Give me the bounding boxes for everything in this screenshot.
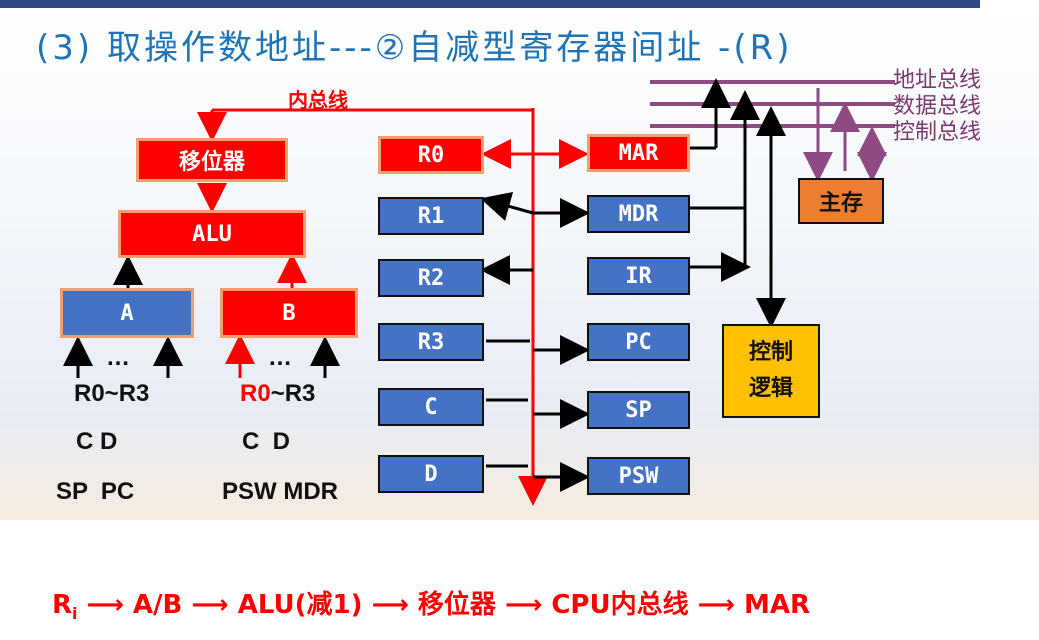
register-r0: R0: [378, 136, 484, 174]
register-b: B: [220, 288, 358, 338]
register-sp: SP: [587, 391, 690, 429]
arrow-icon: ⟶: [86, 590, 124, 620]
formula-shifter: 移位器: [417, 590, 496, 620]
formula-alu: ALU(减1): [237, 590, 363, 620]
formula-ab: A/B: [132, 590, 183, 620]
control-logic-box: 控制 逻辑: [722, 324, 820, 418]
formula-mar: MAR: [743, 590, 810, 620]
register-pc: PC: [587, 323, 690, 361]
shifter-box: 移位器: [136, 138, 288, 182]
arrow-icon: ⟶: [371, 590, 409, 620]
alu-box: ALU: [118, 210, 306, 258]
background-lower: [0, 520, 1039, 640]
a-source-3: SP PC: [56, 478, 135, 505]
register-d: D: [378, 455, 484, 493]
b-dots: …: [268, 344, 292, 371]
b-source-rest: ~R3: [270, 380, 316, 407]
top-bar: [0, 0, 980, 8]
formula-r: R: [52, 590, 73, 620]
control-logic-line2: 逻辑: [748, 376, 793, 401]
b-source-1: R0~R3: [240, 380, 315, 408]
data-bus-label: 数据总线: [893, 94, 982, 119]
formula-cpu-bus: CPU内总线: [551, 590, 689, 620]
address-bus-label: 地址总线: [893, 68, 982, 93]
arrow-icon: ⟶: [697, 590, 735, 620]
register-bus-arrows: [63, 78, 786, 492]
a-dots: …: [106, 344, 130, 371]
b-source-3: PSW MDR: [222, 478, 338, 505]
register-psw: PSW: [587, 457, 690, 495]
control-logic-line1: 控制: [748, 340, 793, 365]
b-source-2: C D: [242, 428, 290, 455]
register-r1: R1: [378, 197, 484, 235]
register-r3: R3: [378, 323, 484, 361]
arrow-icon: ⟶: [504, 590, 543, 620]
register-mdr: MDR: [587, 195, 690, 233]
b-source-highlight: R0: [240, 380, 271, 407]
data-path-formula: Ri ⟶ A/B ⟶ ALU(减1) ⟶ 移位器 ⟶ CPU内总线 ⟶ MAR: [52, 584, 810, 623]
memory-bus-links: [803, 88, 887, 182]
inner-bus-red: [197, 108, 589, 506]
register-r2: R2: [378, 259, 484, 297]
register-mar: MAR: [587, 134, 690, 172]
inner-bus-label: 内总线: [288, 88, 348, 112]
main-memory-box: 主存: [798, 178, 884, 224]
a-source-2: C D: [76, 428, 118, 455]
a-source-1: R0~R3: [74, 380, 150, 407]
formula-subscript: i: [72, 604, 78, 624]
page-title: (3) 取操作数地址---②自减型寄存器间址 -(R): [36, 28, 793, 68]
register-a: A: [60, 288, 194, 338]
background: [0, 8, 1039, 520]
control-bus-label: 控制总线: [893, 120, 982, 145]
register-c: C: [378, 388, 484, 426]
register-ir: IR: [587, 257, 690, 295]
arrow-icon: ⟶: [191, 590, 229, 620]
